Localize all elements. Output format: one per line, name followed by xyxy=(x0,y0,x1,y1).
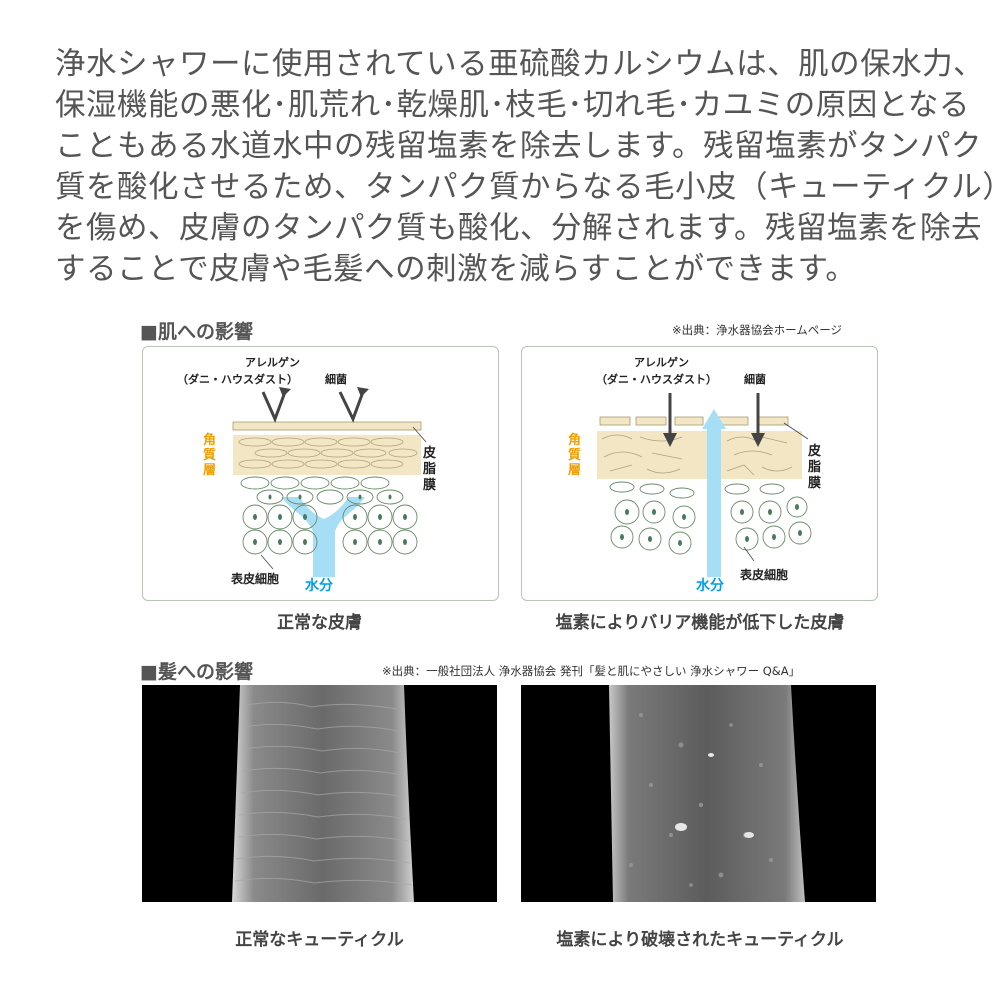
broken-sebum-membrane xyxy=(599,416,789,426)
stratum-corneum-label-2: 質 xyxy=(203,447,216,463)
sebum-leader-line xyxy=(783,422,809,440)
sebum-leader-line xyxy=(412,426,427,443)
sebum-label-1: 皮 xyxy=(807,443,821,459)
cuticle-scales xyxy=(234,701,413,886)
arrow-heads xyxy=(279,387,369,397)
intro-line: 保湿機能の悪化･肌荒れ･乾燥肌･枝毛･切れ毛･カユミの原因となる xyxy=(55,88,970,123)
damage-speckles xyxy=(629,713,773,887)
sebum-label-2: 脂 xyxy=(422,461,436,477)
allergen-label: アレルゲン xyxy=(245,355,300,369)
hair-section-title: ■髪への影響 xyxy=(140,661,253,683)
intro-line: 質を酸化させるため、タンパク質からなる毛小皮（キューティクル） xyxy=(55,170,1000,205)
damaged-cell-nuclei xyxy=(620,504,802,546)
allergen-sub-label: （ダニ・ハウスダスト） xyxy=(596,372,717,386)
normal-cuticle-caption: 正常なキューティクル xyxy=(235,930,404,950)
corneum-cells xyxy=(238,437,418,469)
normal-skin-diagram: アレルゲン （ダニ・ハウスダスト） 細菌 角 質 層 皮 脂 膜 表皮細胞 水分 xyxy=(142,346,499,601)
hair-shaft xyxy=(609,685,805,902)
stratum-corneum-label-2: 質 xyxy=(568,447,581,463)
stratum-corneum-label-3: 層 xyxy=(203,463,216,478)
epidermis-leader-line xyxy=(743,546,755,562)
damaged-hair-svg xyxy=(609,685,805,902)
intro-line: を傷め、皮膚のタンパク質も酸化、分解されます。残留塩素を除去 xyxy=(55,211,982,246)
water-flow-shape xyxy=(281,497,365,577)
bacteria-label: 細菌 xyxy=(325,372,347,386)
moisture-label: 水分 xyxy=(305,577,333,594)
normal-skin-caption: 正常な皮膚 xyxy=(277,613,362,633)
bacteria-label: 細菌 xyxy=(744,372,766,386)
sebum-label-3: 膜 xyxy=(423,477,436,493)
sebum-membrane xyxy=(232,421,422,431)
stratum-corneum-layer xyxy=(233,435,421,475)
cell-nuclei xyxy=(253,494,407,545)
water-escape-column xyxy=(707,427,721,577)
sebum-label-1: 皮 xyxy=(422,445,436,461)
epidermal-cells xyxy=(240,476,418,555)
epidermal-cells-label: 表皮細胞 xyxy=(230,571,279,586)
epidermal-cells-label: 表皮細胞 xyxy=(739,567,788,582)
moisture-label: 水分 xyxy=(696,577,724,594)
intro-line: 浄水シャワーに使用されている亜硫酸カルシウムは、肌の保水力、 xyxy=(55,47,985,82)
normal-skin-svg: アレルゲン （ダニ・ハウスダスト） 細菌 角 質 層 皮 脂 膜 表皮細胞 水分 xyxy=(177,355,436,594)
damaged-skin-caption: 塩素によりバリア機能が低下した皮膚 xyxy=(555,613,845,633)
intro-line: することで皮膚や毛髪への刺激を減らすことができます。 xyxy=(55,252,857,287)
intro-paragraph: 浄水シャワーに使用されている亜硫酸カルシウムは、肌の保水力、 保湿機能の悪化･肌… xyxy=(55,44,1000,290)
damaged-skin-svg: アレルゲン （ダニ・ハウスダスト） 細菌 角 質 層 皮 脂 膜 表皮細胞 水分 xyxy=(568,355,821,594)
debris-fragments xyxy=(675,753,754,838)
stratum-corneum-label-3: 層 xyxy=(568,463,581,478)
skin-source-note: ※出典：浄水器協会ホームページ xyxy=(672,323,843,337)
sebum-label-3: 膜 xyxy=(808,475,821,491)
bounce-arrows xyxy=(261,391,365,423)
damaged-epidermal-cells xyxy=(609,481,812,555)
allergen-sub-label: （ダニ・ハウスダスト） xyxy=(177,372,298,386)
stratum-corneum-label-1: 角 xyxy=(203,432,216,448)
sebum-label-2: 脂 xyxy=(807,459,821,475)
hair-source-note: ※出典：一般社団法人 浄水器協会 発刊「髪と肌にやさしい 浄水シャワー Q&A」 xyxy=(382,664,801,678)
penetrating-arrows xyxy=(668,393,760,435)
normal-cuticle-micrograph xyxy=(142,685,497,902)
hair-shaft xyxy=(232,685,414,902)
allergen-label: アレルゲン xyxy=(634,355,689,369)
intro-line: こともある水道水中の残留塩素を除去します。残留塩素がタンパク xyxy=(55,129,982,164)
damaged-corneum-cells xyxy=(601,434,793,476)
skin-section-title: ■肌への影響 xyxy=(140,321,253,343)
damaged-cuticle-micrograph xyxy=(521,685,876,902)
epidermis-leader-line xyxy=(260,554,274,570)
normal-hair-svg xyxy=(232,685,414,902)
damaged-skin-diagram: アレルゲン （ダニ・ハウスダスト） 細菌 角 質 層 皮 脂 膜 表皮細胞 水分 xyxy=(521,346,878,601)
penetrating-arrow-heads xyxy=(663,433,765,447)
damaged-cuticle-caption: 塩素により破壊されたキューティクル xyxy=(556,930,844,950)
stratum-corneum-label-1: 角 xyxy=(568,432,581,448)
water-escape-arrowhead xyxy=(702,409,726,429)
